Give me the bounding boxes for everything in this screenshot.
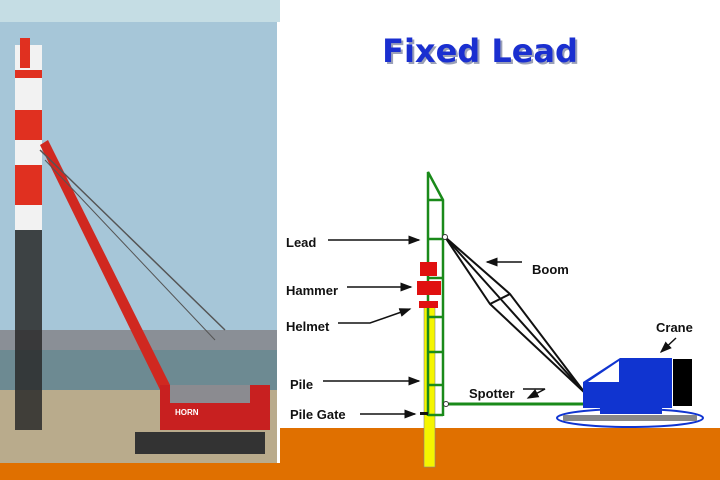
- slide-title: Fixed Lead: [382, 32, 578, 70]
- pile-gate: [420, 412, 428, 415]
- pile-driver-photo: HORN: [0, 0, 280, 480]
- label-crane: Crane: [656, 320, 693, 335]
- ground: [280, 428, 720, 480]
- label-boom: Boom: [532, 262, 569, 277]
- hammer: [417, 262, 441, 308]
- label-lead: Lead: [286, 235, 316, 250]
- label-helmet: Helmet: [286, 319, 330, 334]
- svg-text:HORN: HORN: [175, 408, 199, 417]
- label-spotter: Spotter: [469, 386, 515, 401]
- label-arrows: [323, 235, 677, 419]
- label-pile: Pile: [290, 377, 313, 392]
- boom: [444, 236, 586, 394]
- crane: [556, 358, 704, 428]
- label-hammer: Hammer: [286, 283, 338, 298]
- label-pile-gate: Pile Gate: [290, 407, 346, 422]
